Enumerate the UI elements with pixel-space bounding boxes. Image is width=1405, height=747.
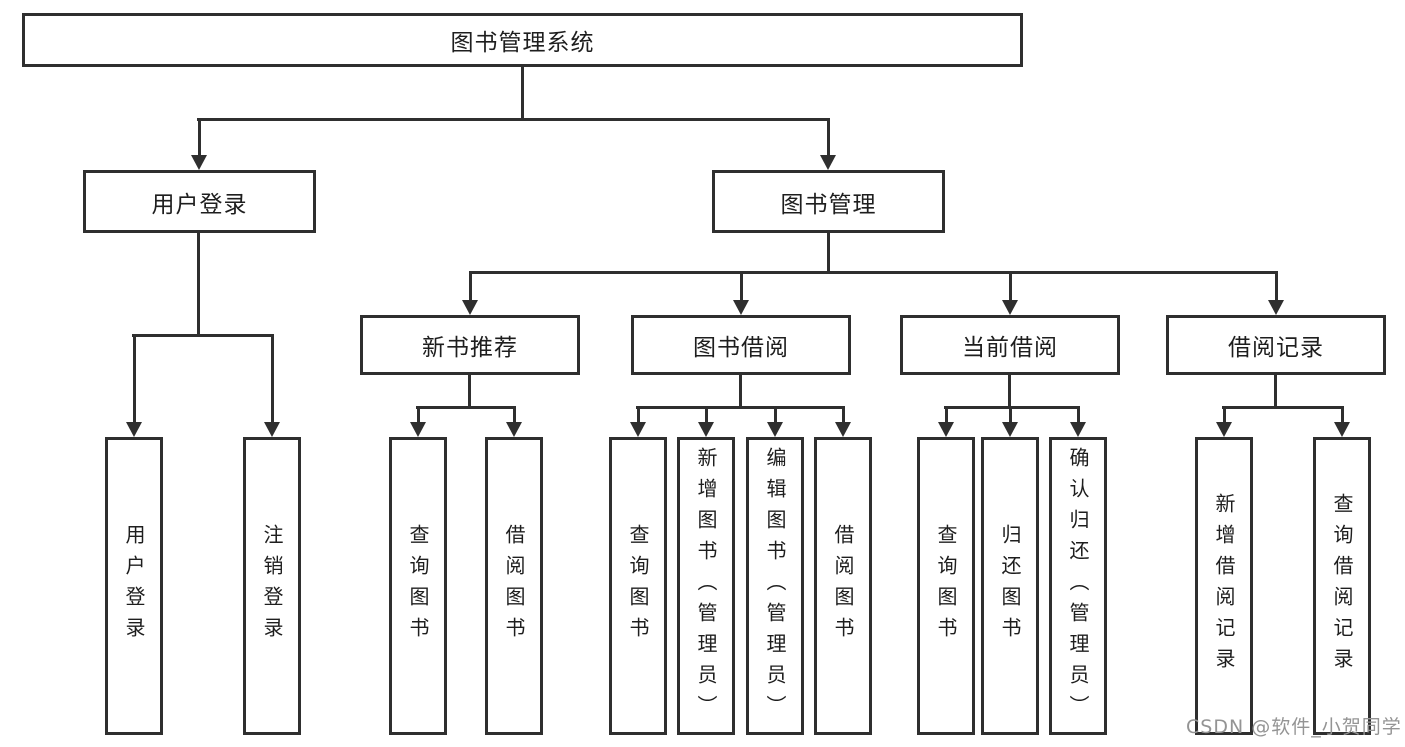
- node-library-management-system: 图书管理系统: [22, 13, 1023, 67]
- arrow-to-borrow-books-b: [506, 406, 522, 437]
- leaf-add-book-admin: 新增图书（管理员）: [677, 437, 735, 735]
- leaf-logout: 注销登录: [243, 437, 301, 735]
- leaf-edit-book-admin: 编辑图书（管理员）: [746, 437, 804, 735]
- node-borrow-records: 借阅记录: [1166, 315, 1386, 375]
- arrow-to-add-book: [698, 406, 714, 437]
- node-book-management: 图书管理: [712, 170, 945, 233]
- connector-new-book-stem: [468, 375, 471, 408]
- node-current-borrow: 当前借阅: [900, 315, 1120, 375]
- arrow-to-new-book-recommend: [462, 271, 478, 315]
- arrow-to-query-books-c: [630, 406, 646, 437]
- connector-level2-rail: [197, 118, 830, 121]
- leaf-query-books-recommend: 查询图书: [389, 437, 447, 735]
- arrow-to-leaf-logout: [264, 334, 280, 437]
- arrow-to-book-borrow: [733, 271, 749, 315]
- connector-user-login-stem: [197, 233, 200, 336]
- connector-book-borrow-stem: [739, 375, 742, 408]
- arrow-to-add-borrow-record: [1216, 406, 1232, 437]
- node-new-book-recommend: 新书推荐: [360, 315, 580, 375]
- connector-borrow-records-stem: [1274, 375, 1277, 408]
- arrow-to-query-books-d: [938, 406, 954, 437]
- arrow-to-confirm-return: [1070, 406, 1086, 437]
- connector-borrow-records-rail: [1222, 406, 1344, 409]
- connector-root-stem: [521, 67, 524, 120]
- leaf-return-book: 归还图书: [981, 437, 1039, 735]
- leaf-borrow-books-recommend: 借阅图书: [485, 437, 543, 735]
- arrow-to-book-management: [820, 118, 836, 170]
- leaf-query-books-borrow: 查询图书: [609, 437, 667, 735]
- arrow-to-user-login: [191, 118, 207, 170]
- node-book-borrow: 图书借阅: [631, 315, 851, 375]
- csdn-watermark: CSDN @软件_小贺同学: [1186, 716, 1402, 738]
- connector-level3-rail: [469, 271, 1278, 274]
- connector-current-borrow-stem: [1008, 375, 1011, 408]
- arrow-to-current-borrow: [1002, 271, 1018, 315]
- arrow-to-borrow-books-c: [835, 406, 851, 437]
- arrow-to-edit-book: [767, 406, 783, 437]
- leaf-query-books-current: 查询图书: [917, 437, 975, 735]
- arrow-to-query-borrow-record: [1334, 406, 1350, 437]
- connector-user-login-rail: [132, 334, 274, 337]
- leaf-add-borrow-record: 新增借阅记录: [1195, 437, 1253, 735]
- arrow-to-borrow-records: [1268, 271, 1284, 315]
- node-user-login: 用户登录: [83, 170, 316, 233]
- leaf-user-login: 用户登录: [105, 437, 163, 735]
- leaf-borrow-books: 借阅图书: [814, 437, 872, 735]
- connector-current-borrow-rail: [944, 406, 1080, 409]
- arrow-to-leaf-user-login: [126, 334, 142, 437]
- connector-book-management-stem: [827, 233, 830, 273]
- arrow-to-query-books-b: [410, 406, 426, 437]
- leaf-confirm-return-admin: 确认归还（管理员）: [1049, 437, 1107, 735]
- arrow-to-return-book: [1002, 406, 1018, 437]
- leaf-query-borrow-record: 查询借阅记录: [1313, 437, 1371, 735]
- connector-new-book-rail: [416, 406, 516, 409]
- connector-book-borrow-rail: [636, 406, 845, 409]
